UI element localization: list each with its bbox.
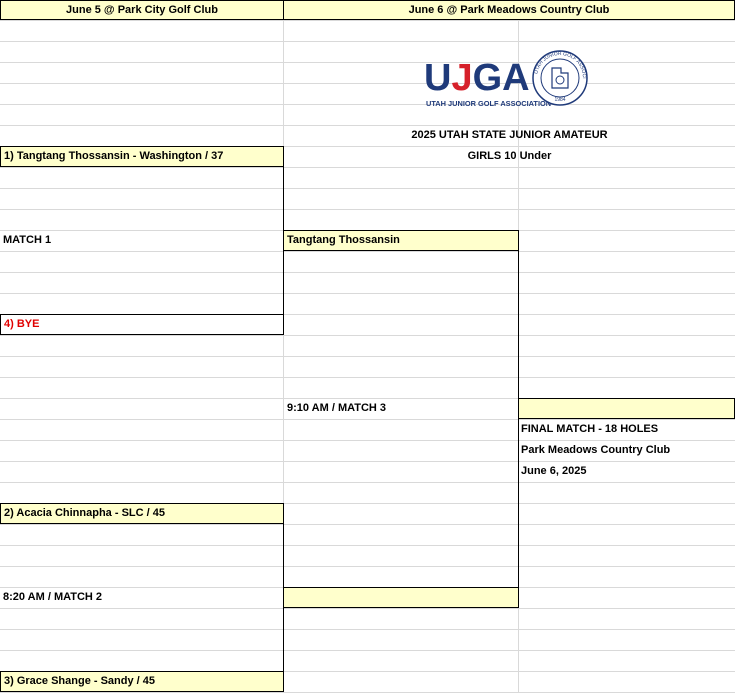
- grid-row-line: [0, 377, 735, 378]
- seal-inner-ring: [540, 58, 580, 98]
- grid-row-line: [0, 188, 735, 189]
- bracket-line-r2: [518, 230, 519, 608]
- match3-label: 9:10 AM / MATCH 3: [287, 402, 387, 414]
- day2-header[interactable]: June 6 @ Park Meadows Country Club: [283, 0, 735, 20]
- seed3-cell[interactable]: 3) Grace Shange - Sandy / 45: [0, 671, 284, 692]
- grid-row-line: [0, 125, 735, 126]
- seed2-cell[interactable]: 2) Acacia Chinnapha - SLC / 45: [0, 503, 284, 524]
- grid-row-line: [0, 272, 735, 273]
- bracket-line-r1-top: [283, 146, 284, 335]
- round2-winner1-cell[interactable]: Tangtang Thossansin: [283, 230, 519, 251]
- grid-row-line: [0, 20, 735, 21]
- grid-row-line: [0, 209, 735, 210]
- final-venue: Park Meadows Country Club: [521, 444, 671, 456]
- day1-header[interactable]: June 5 @ Park City Golf Club: [0, 0, 284, 20]
- final-date: June 6, 2025: [521, 465, 587, 477]
- grid-row-line: [0, 650, 735, 651]
- grid-row-line: [0, 671, 735, 672]
- grid-row-line: [0, 398, 735, 399]
- seed1-cell[interactable]: 1) Tangtang Thossansin - Washington / 37: [0, 146, 284, 167]
- match2-label: 8:20 AM / MATCH 2: [3, 591, 103, 603]
- golf-ball-icon: [555, 75, 565, 85]
- grid-row-line: [0, 566, 735, 567]
- final-match-label: FINAL MATCH - 18 HOLES: [521, 423, 659, 435]
- grid-row-line: [0, 524, 735, 525]
- grid-row-line: [0, 629, 735, 630]
- logo-subtitle: UTAH JUNIOR GOLF ASSOCIATION: [426, 99, 551, 108]
- grid-row-line: [0, 251, 735, 252]
- grid-row-line: [0, 461, 735, 462]
- grid-row-line: [0, 440, 735, 441]
- grid-row-line: [0, 356, 735, 357]
- grid-row-line: [0, 62, 735, 63]
- ujga-logo-graphic: UJGA UTAH JUNIOR GOLF ASSOCIATION 1984 U…: [418, 46, 588, 108]
- grid-row-line: [0, 503, 735, 504]
- seal-year: 1984: [554, 97, 565, 103]
- logo-wordmark: UJGA: [424, 57, 530, 99]
- grid-row-line: [0, 41, 735, 42]
- round2-winner2-cell[interactable]: [283, 587, 519, 608]
- match1-label: MATCH 1: [3, 234, 52, 246]
- grid-row-line: [0, 419, 735, 420]
- grid-row-line: [0, 335, 735, 336]
- seed4-bye-cell[interactable]: 4) BYE: [0, 314, 284, 335]
- utah-state-icon: [551, 67, 569, 89]
- bracket-line-r1-bottom: [283, 503, 284, 692]
- final-winner-cell[interactable]: [518, 398, 735, 419]
- grid-row-line: [0, 146, 735, 147]
- grid-row-line: [0, 608, 735, 609]
- grid-row-line: [0, 83, 735, 84]
- grid-row-line: [0, 314, 735, 315]
- grid-row-line: [0, 167, 735, 168]
- grid-row-line: [0, 482, 735, 483]
- event-division: GIRLS 10 Under: [467, 150, 552, 162]
- grid-col-line: [283, 0, 284, 693]
- ujga-logo: UJGA UTAH JUNIOR GOLF ASSOCIATION 1984 U…: [418, 46, 592, 114]
- event-title: 2025 UTAH STATE JUNIOR AMATEUR: [411, 129, 608, 141]
- grid-row-line: [0, 293, 735, 294]
- grid-row-line: [0, 104, 735, 105]
- grid-row-line: [0, 545, 735, 546]
